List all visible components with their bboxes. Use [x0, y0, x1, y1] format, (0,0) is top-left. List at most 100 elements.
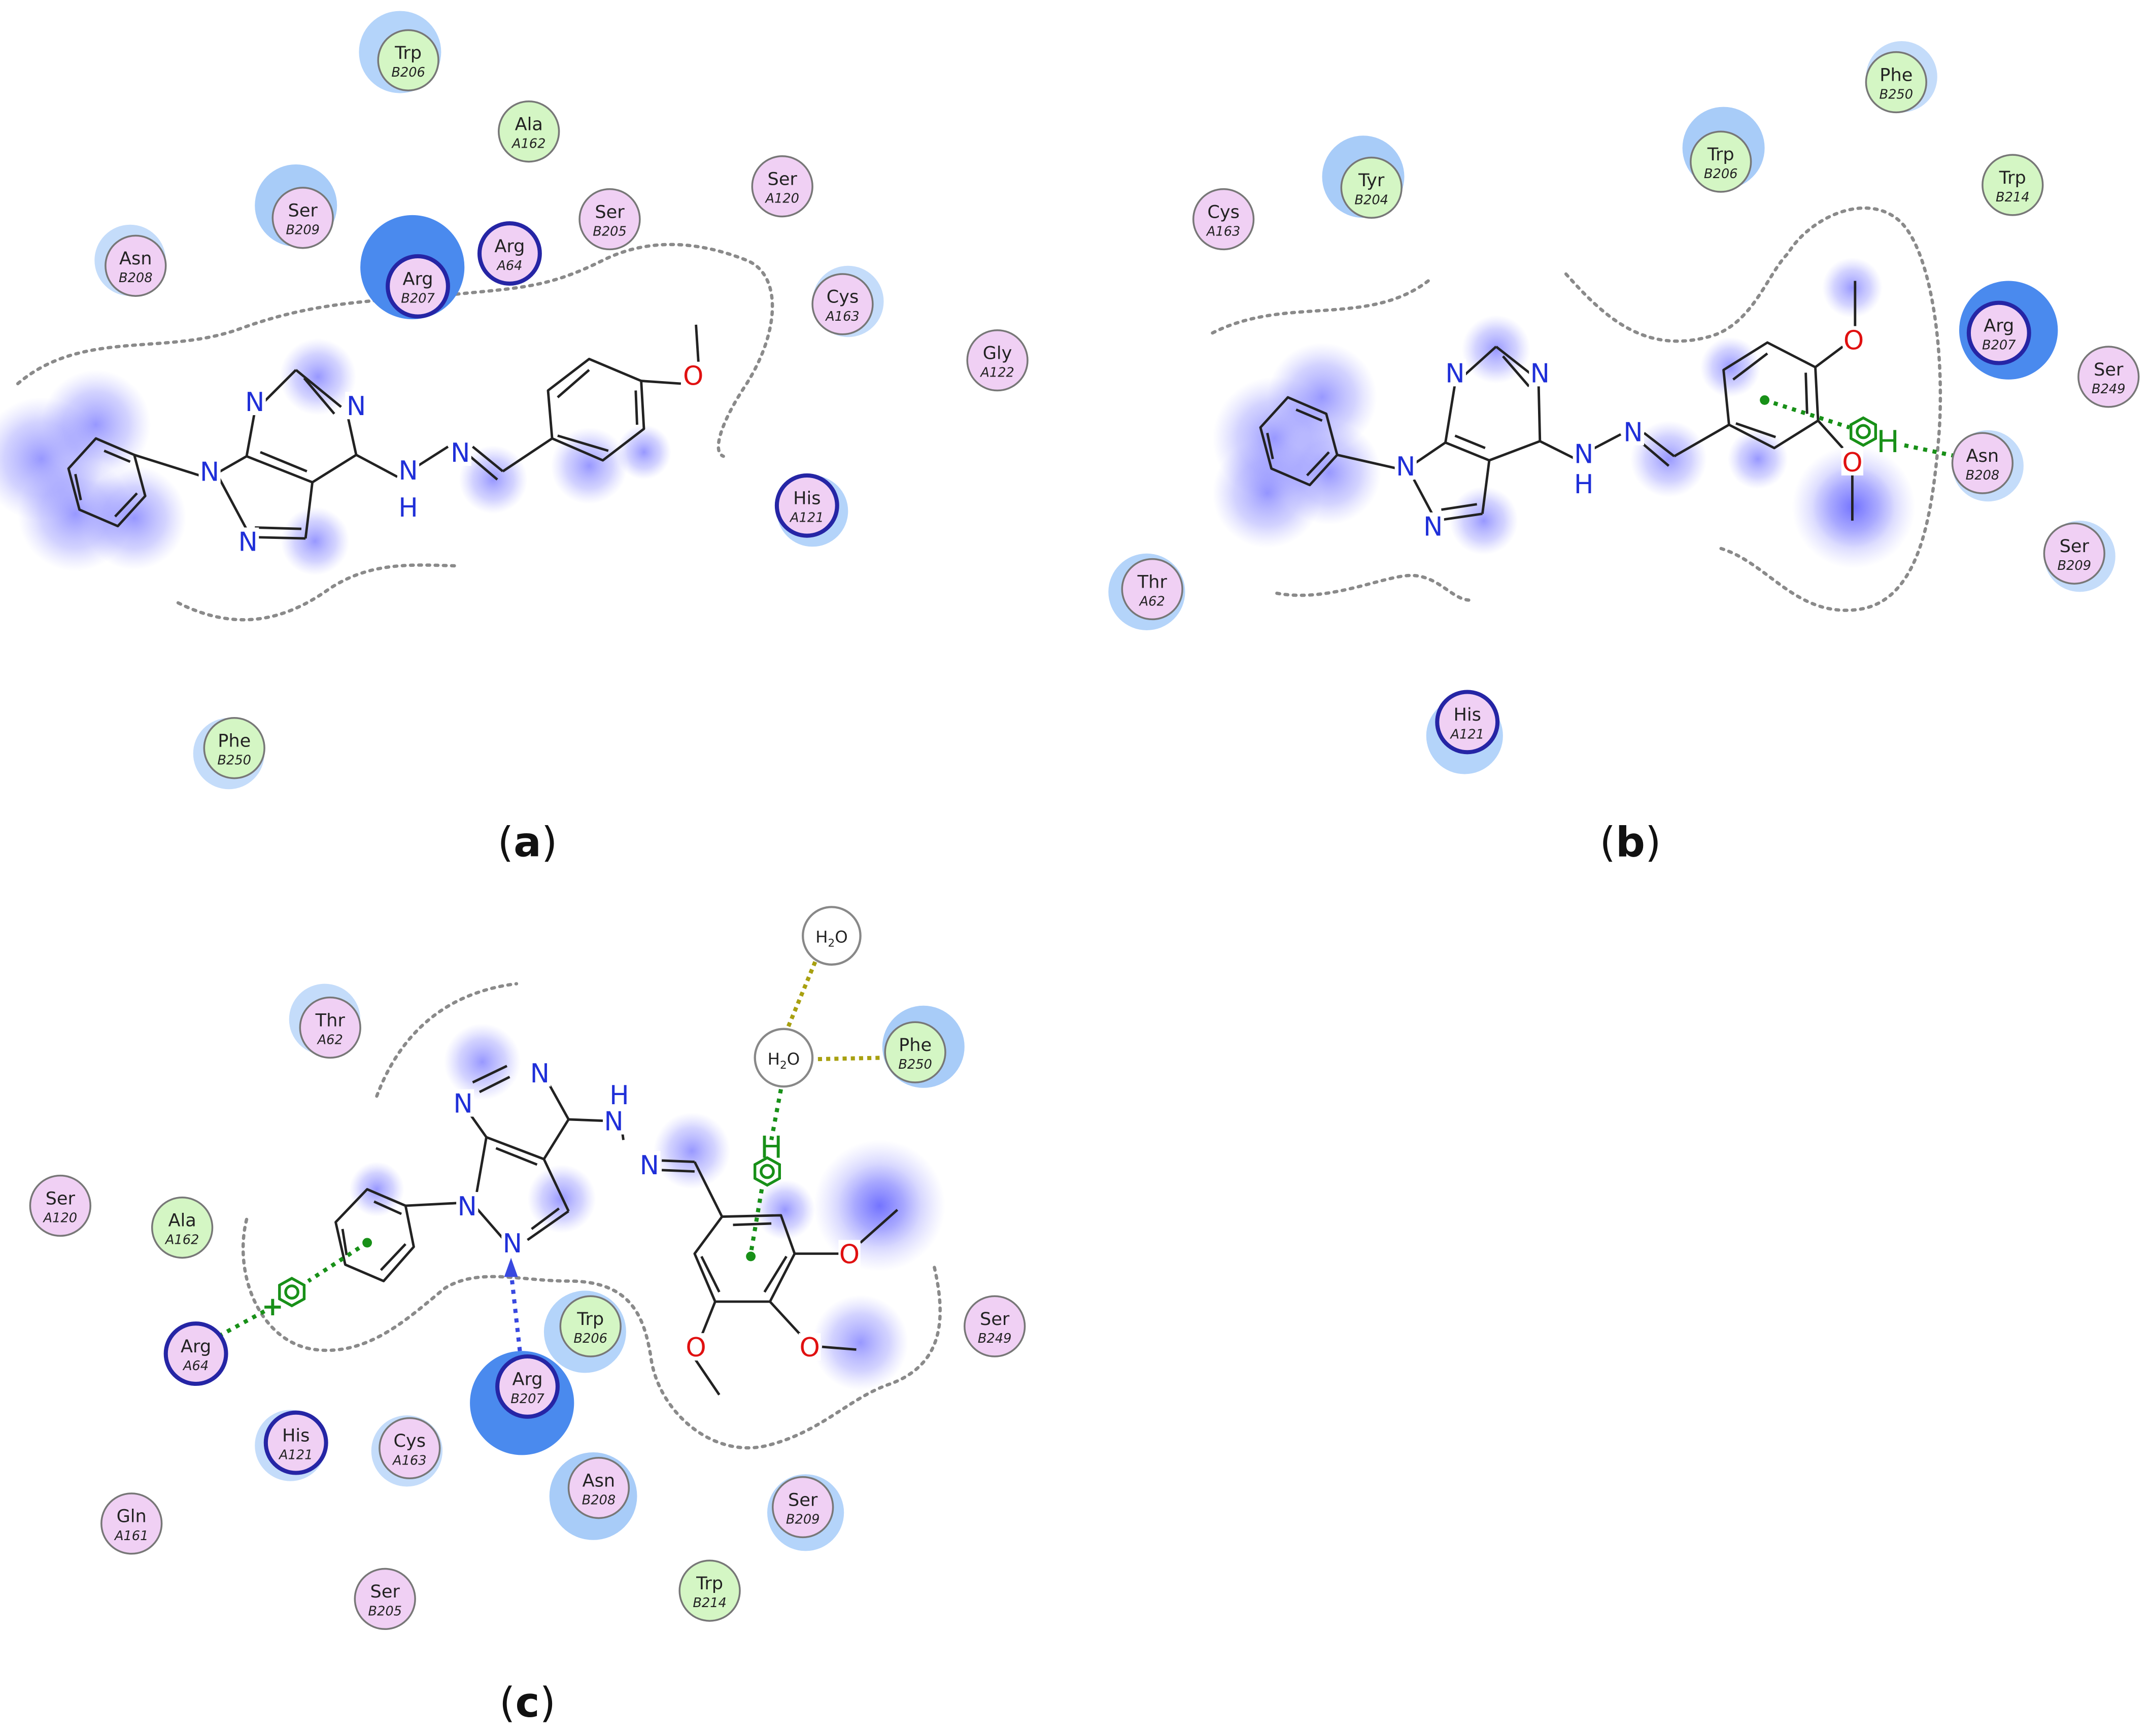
ligand-atom: O [1842, 448, 1862, 478]
residue-name: Phe [899, 1035, 932, 1056]
residue-name: Gln [117, 1506, 147, 1527]
svg-text:H2O: H2O [815, 928, 848, 950]
pi-hydrogen-interaction: H [1760, 395, 1957, 460]
residue-name: Gly [983, 343, 1012, 363]
residue-disc [678, 1559, 741, 1622]
residue-id: B205 [368, 1604, 402, 1619]
residue-disc [751, 155, 813, 218]
residue-disc [100, 1492, 163, 1555]
residue-id: A121 [789, 510, 824, 526]
residue-disc [29, 1174, 91, 1237]
residue-id: B208 [1966, 468, 2000, 483]
residue-disc [377, 29, 439, 91]
residue-id: A162 [164, 1233, 199, 1248]
residue-id: A120 [43, 1210, 77, 1226]
residue-id: B207 [401, 291, 435, 307]
residue-disc [151, 1197, 214, 1259]
panel-a: N N N N N N O H TrpB206AlaA162SerB209Asn… [0, 11, 1029, 867]
ligand-atom: N [200, 457, 219, 488]
ligand-atom: H [1574, 469, 1594, 500]
panel-c: N N N N N N O O O H H2O [29, 906, 1026, 1727]
hydrogen-bond [504, 1257, 524, 1371]
ligand-atom: O [686, 1333, 706, 1363]
residue-name: Ser [595, 201, 625, 222]
residue-name: Ala [515, 114, 543, 135]
residue-disc [567, 1457, 630, 1519]
ligand-atom: N [503, 1229, 522, 1259]
residue-name: Ser [370, 1581, 400, 1602]
residue-id: A161 [114, 1528, 148, 1544]
ligand-exposure-glow [349, 1023, 945, 1391]
ligand-atom: O [839, 1239, 860, 1270]
residue-disc [1951, 432, 2014, 494]
residue-disc [2077, 346, 2140, 408]
residue-disc [884, 1021, 946, 1083]
ligand-atom: N [451, 438, 470, 468]
residue-id: B204 [1354, 192, 1388, 208]
residue-name: Arg [402, 269, 433, 290]
residue-id: B207 [1982, 338, 2016, 353]
panel-label: (b) [1599, 819, 1661, 867]
ligand-atom: N [1530, 358, 1550, 389]
residue-name: Ser [768, 169, 798, 190]
residue-disc [271, 187, 334, 249]
residue-name: Asn [1966, 446, 1999, 466]
residue-name: Cys [1207, 201, 1240, 222]
residue-name: Asn [583, 1470, 616, 1491]
panel-b: N N N N N N O O H H [1108, 41, 2140, 867]
residue-disc [498, 100, 560, 163]
residue-id: A163 [825, 309, 859, 324]
residue-name: Ser [2094, 359, 2124, 380]
residue-disc [811, 273, 874, 335]
panel-label: (a) [498, 819, 558, 867]
ligand-atom: N [640, 1150, 659, 1181]
ligand-atom: N [604, 1107, 623, 1137]
ligand-atom: O [683, 361, 703, 392]
residue-name: His [793, 488, 821, 509]
plus-charge-icon [264, 1299, 281, 1316]
water-molecule: H2O [754, 1028, 814, 1088]
residue-id: B206 [1704, 166, 1738, 182]
residue-name: Ser [788, 1489, 818, 1510]
residue-name: Trp [394, 43, 422, 63]
residue-disc [1690, 130, 1752, 193]
residue-disc [1340, 156, 1403, 219]
residue-name: Phe [1880, 64, 1913, 85]
residue-id: A120 [764, 191, 799, 207]
residue-disc [1982, 154, 2044, 216]
pi-cation-interaction [218, 1238, 372, 1338]
svg-text:H2O: H2O [768, 1049, 800, 1072]
residue-disc [1192, 188, 1255, 251]
residue-id: A121 [1449, 727, 1484, 742]
ligand-atom: N [1423, 512, 1443, 542]
residue-name: Arg [1984, 315, 2014, 336]
residue-id: B214 [1996, 190, 2030, 205]
residue-id: A162 [511, 137, 545, 152]
interaction-hydrogen-label: H [1876, 425, 1899, 460]
residue-id: A163 [1206, 224, 1240, 239]
residue-name: His [1453, 704, 1481, 725]
water-molecules: H2O H2O [754, 906, 884, 1088]
residue-name: Cys [827, 287, 859, 308]
ligand-atom: H [398, 493, 418, 523]
ligand-atom: H [609, 1080, 629, 1111]
residue-disc [379, 1417, 441, 1480]
